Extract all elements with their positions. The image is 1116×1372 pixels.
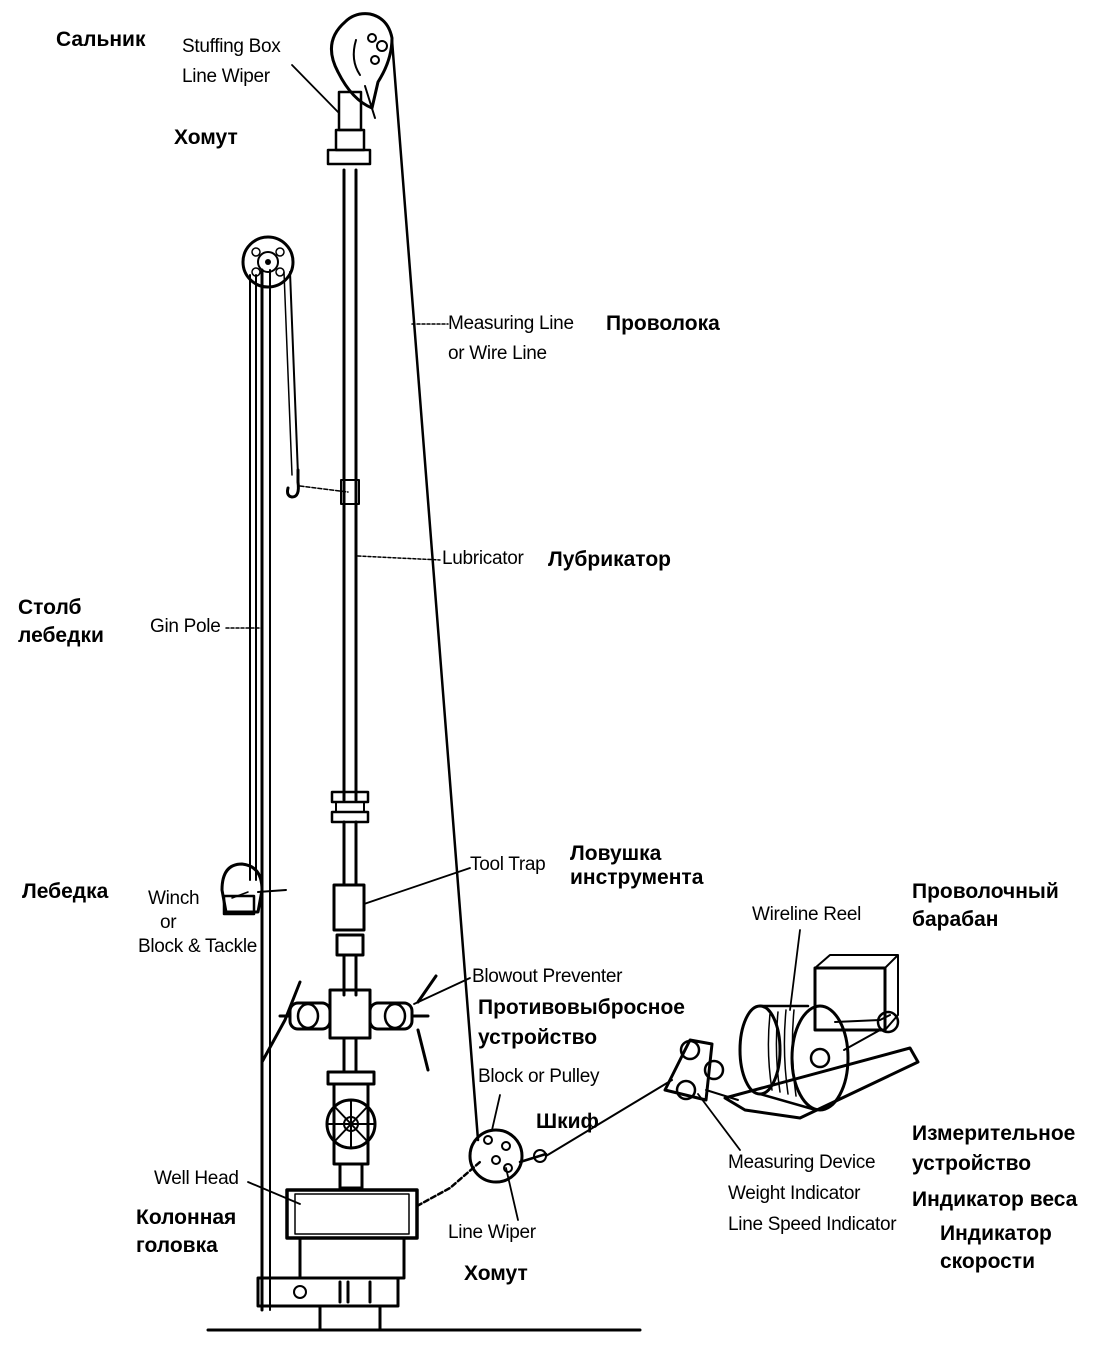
label-kolonnaya-line2: головка xyxy=(136,1234,218,1258)
label-lovushka-line2: инструмента xyxy=(570,866,704,890)
label-stuffing-box-line1: Stuffing Box xyxy=(182,36,281,57)
gin-pole-sheave xyxy=(241,235,295,289)
well-head xyxy=(256,1188,419,1332)
label-measuring-device: Measuring Device Weight Indicator Line S… xyxy=(728,1152,897,1236)
label-stuffing-box-line2: Line Wiper xyxy=(182,65,270,87)
label-stolb-line1: Столб xyxy=(18,596,82,619)
wire-line xyxy=(390,38,480,1142)
label-winch-line1: Winch xyxy=(148,888,200,909)
label-weight-indicator: Weight Indicator xyxy=(728,1182,861,1204)
label-lovushka: Ловушка инструмента xyxy=(570,842,703,890)
leader-lines xyxy=(225,64,801,1221)
bottom-pulley xyxy=(468,1128,548,1184)
wireline-reel xyxy=(723,954,920,1120)
reel-wire xyxy=(545,1079,673,1157)
label-kolonnaya: Колонная головка xyxy=(136,1206,236,1258)
master-valve xyxy=(325,1082,377,1190)
label-lubricator: Lubricator xyxy=(442,548,524,569)
label-measuring-line: Measuring Line or Wire Line xyxy=(448,313,574,365)
label-tool-trap: Tool Trap xyxy=(470,854,546,875)
label-stolb-line2: лебедки xyxy=(18,624,104,648)
label-protivo-line1: Противовыбросное xyxy=(478,996,685,1019)
blowout-preventer xyxy=(260,974,438,1072)
label-protivo: Противовыбросное устройство xyxy=(478,996,685,1050)
top-sheave xyxy=(329,12,394,119)
label-provolochny-line1: Проволочный xyxy=(912,880,1059,903)
label-indikator-skorosti-line1: Индикатор xyxy=(940,1222,1052,1245)
label-kolonnaya-line1: Колонная xyxy=(136,1206,237,1229)
label-measuring-line-line2: or Wire Line xyxy=(448,342,547,364)
label-well-head: Well Head xyxy=(154,1168,239,1189)
anchor-chain xyxy=(415,1160,482,1208)
hook xyxy=(286,468,349,499)
label-winch: Winch or Block & Tackle xyxy=(138,888,262,958)
label-line-speed-indicator: Line Speed Indicator xyxy=(728,1213,897,1235)
label-lebedka: Лебедка xyxy=(22,880,109,903)
label-shkif: Шкиф xyxy=(536,1110,599,1133)
label-izmer-line2: устройство xyxy=(912,1152,1032,1176)
label-lovushka-line1: Ловушка xyxy=(570,842,662,865)
label-winch-line3: Block & Tackle xyxy=(138,935,258,957)
label-indikator-skorosti: Индикатор скорости xyxy=(940,1222,1052,1274)
lubricator xyxy=(326,90,372,802)
label-blowout-preventer: Blowout Preventer xyxy=(472,966,623,987)
label-block-pulley: Block or Pulley xyxy=(478,1066,600,1087)
label-gin-pole: Gin Pole xyxy=(150,616,221,637)
label-winch-line2: or xyxy=(160,911,177,933)
label-wireline-reel: Wireline Reel xyxy=(752,904,862,925)
label-lubrikator: Лубрикатор xyxy=(548,548,671,571)
label-salnik: Сальник xyxy=(56,28,146,51)
label-izmer-line1: Измерительное xyxy=(912,1122,1076,1145)
gin-pole xyxy=(249,268,299,1312)
label-khomut-top: Хомут xyxy=(174,126,238,149)
spool xyxy=(326,1036,376,1086)
label-line-wiper: Line Wiper xyxy=(448,1222,536,1243)
label-stuffing-box: Stuffing Box Line Wiper xyxy=(182,36,281,88)
tool-trap xyxy=(330,790,370,997)
label-provolochny: Проволочный барабан xyxy=(912,880,1059,932)
label-provolochny-line2: барабан xyxy=(912,908,999,932)
label-indikator-vesa: Индикатор веса xyxy=(912,1188,1078,1211)
label-measuring-line-line1: Measuring Line xyxy=(448,313,574,334)
label-indikator-skorosti-line2: скорости xyxy=(940,1250,1035,1274)
measuring-device xyxy=(663,1038,739,1102)
label-provoloka: Проволока xyxy=(606,312,720,335)
label-protivo-line2: устройство xyxy=(478,1026,598,1050)
label-stolb: Столб лебедки xyxy=(18,596,104,648)
label-izmer: Измерительное устройство xyxy=(912,1122,1075,1176)
label-measuring-device-line1: Measuring Device xyxy=(728,1152,876,1173)
label-khomut-bottom: Хомут xyxy=(464,1262,528,1285)
